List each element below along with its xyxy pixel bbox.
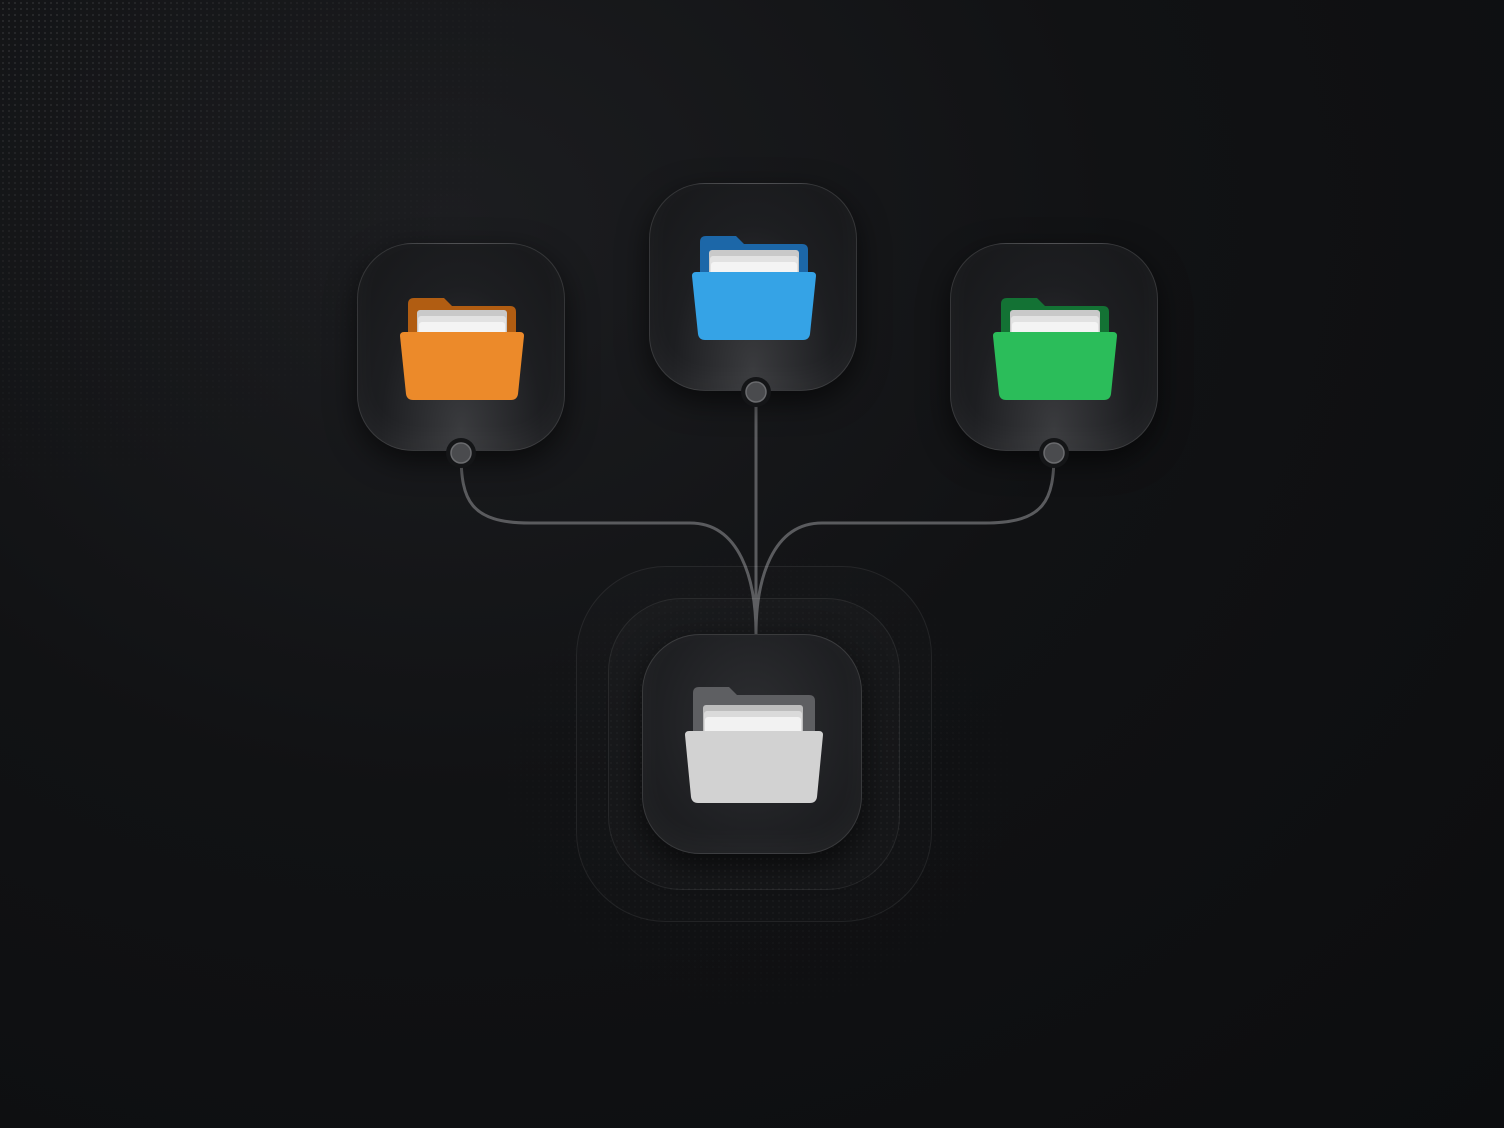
hub-outer-ring — [576, 566, 932, 922]
folder-icon — [692, 236, 816, 340]
source-node-green[interactable] — [950, 243, 1158, 451]
destination-node-gray[interactable] — [642, 634, 862, 854]
source-node-blue[interactable] — [649, 183, 857, 391]
folder-icon — [685, 687, 823, 803]
connector-green-to-hub — [754, 452, 1056, 635]
folder-icon — [993, 298, 1117, 400]
source-node-orange[interactable] — [357, 243, 565, 451]
folder-icon — [400, 298, 524, 400]
connector-orange-to-hub — [459, 452, 758, 635]
hub-inner-ring — [608, 598, 900, 890]
